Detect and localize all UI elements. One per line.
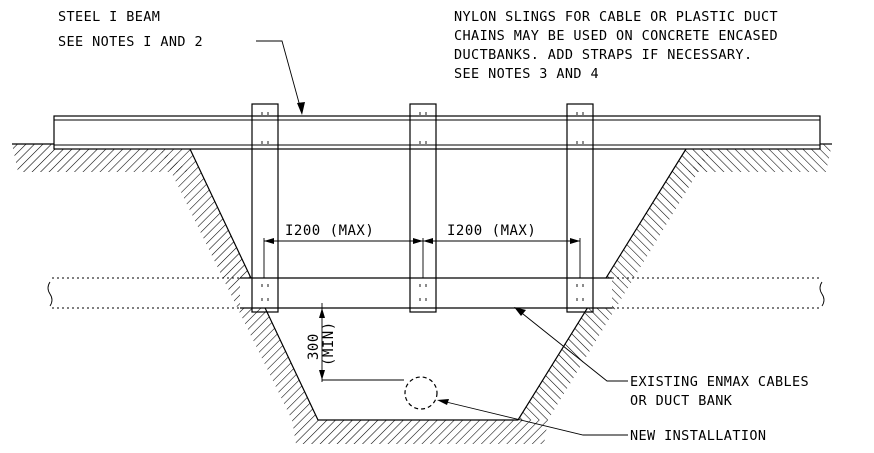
steel-beam-label-line1: STEEL I BEAM [58,9,160,25]
trench-wall-right-hatch [518,149,712,420]
existing-cables-label-line2: OR DUCT BANK [630,393,733,409]
steel-beam-label-line2: SEE NOTES I AND 2 [58,34,203,50]
trench-wall-left-hatch [160,149,318,420]
clearance-value: 300 [306,333,322,360]
sling-strap-left [251,103,279,313]
steel-i-beam [53,115,821,150]
nylon-slings-label-line2: CHAINS MAY BE USED ON CONCRETE ENCASED [454,28,778,44]
clearance-dimension: 300 (MIN) [306,303,404,382]
trench-bottom-hatch [292,420,548,444]
nylon-slings-label-line3: DUCTBANKS. ADD STRAPS IF NECESSARY. [454,47,752,63]
span-left-label: I200 (MAX) [285,223,374,239]
sling-strap-right [566,103,594,313]
ground-right-hatch [688,144,832,172]
ground-left-hatch [12,144,190,172]
existing-duct-bank [47,277,825,309]
leader-lines [256,40,628,436]
clearance-qualifier: (MIN) [321,321,337,366]
annotation-labels: STEEL I BEAM SEE NOTES I AND 2 NYLON SLI… [58,9,809,444]
nylon-slings-label-line1: NYLON SLINGS FOR CABLE OR PLASTIC DUCT [454,9,778,25]
span-right-label: I200 (MAX) [447,223,536,239]
span-dimension: I200 (MAX) I200 (MAX) [263,223,581,278]
sling-strap-middle [409,103,437,313]
nylon-slings-label-line4: SEE NOTES 3 AND 4 [454,66,599,82]
new-installation-circle [404,376,438,410]
existing-cables-label-line1: EXISTING ENMAX CABLES [630,374,809,390]
soil-hatching [12,144,832,444]
new-installation-label: NEW INSTALLATION [630,428,766,444]
